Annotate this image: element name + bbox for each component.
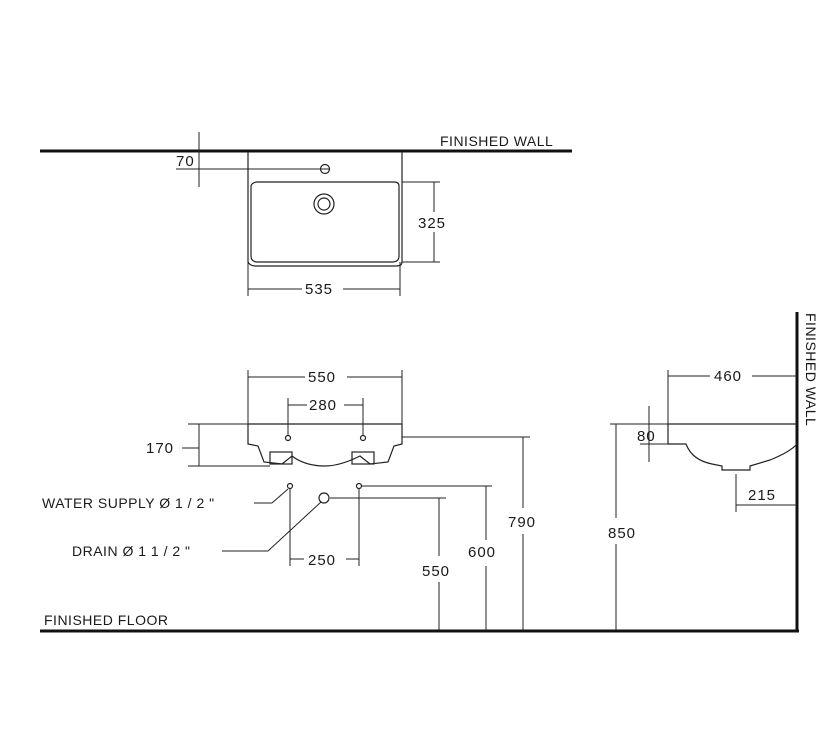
drain-label: DRAIN Ø 1 1 / 2 "	[72, 543, 191, 559]
drain-inner-ring	[317, 197, 331, 211]
dim-550-label: 550	[308, 369, 336, 386]
top-view: FINISHED WALL 70 325 535	[40, 132, 572, 298]
basin-top-outline	[247, 152, 403, 267]
drain-outer-ring	[313, 193, 335, 215]
finished-wall-label-side: FINISHED WALL	[803, 313, 819, 426]
dim-280-label: 280	[309, 397, 337, 414]
finished-floor-label: FINISHED FLOOR	[44, 612, 168, 628]
floor: FINISHED FLOOR	[40, 612, 799, 633]
drain-outlet	[318, 492, 330, 504]
dim-790-label: 790	[508, 514, 536, 531]
basin-top-bowl	[250, 181, 400, 263]
basin-front-body	[247, 423, 403, 467]
dim-70-label: 70	[176, 153, 195, 170]
dim-80-label: 80	[637, 428, 656, 445]
dim-250-label: 250	[308, 552, 336, 569]
bracket-right	[351, 451, 375, 465]
drain-leader-d	[267, 501, 322, 552]
front-view: 550 280 170 WATER SUPPLY Ø 1 / 2 " DRAIN…	[42, 369, 536, 631]
bracket-left	[269, 451, 293, 465]
side-view: FINISHED WALL 460 80 850 215	[608, 312, 819, 632]
water-supply-left	[286, 482, 294, 490]
water-supply-label: WATER SUPPLY Ø 1 / 2 "	[42, 495, 215, 511]
dim-170-label: 170	[146, 440, 174, 457]
water-supply-right	[355, 482, 363, 490]
dim-215-label: 215	[748, 487, 776, 504]
dim-460-label: 460	[714, 368, 742, 385]
finished-wall-label-top: FINISHED WALL	[440, 133, 553, 149]
dim-325-label: 325	[418, 215, 446, 232]
tap-hole-right	[359, 434, 367, 442]
dim-600-label: 600	[468, 544, 496, 561]
tap-hole-left	[284, 434, 292, 442]
dim-550h-label: 550	[422, 563, 450, 580]
dim-850-label: 850	[608, 525, 636, 542]
dim-535-label: 535	[305, 281, 333, 298]
water-supply-leader-d	[271, 488, 289, 504]
basin-side-profile	[667, 423, 798, 471]
